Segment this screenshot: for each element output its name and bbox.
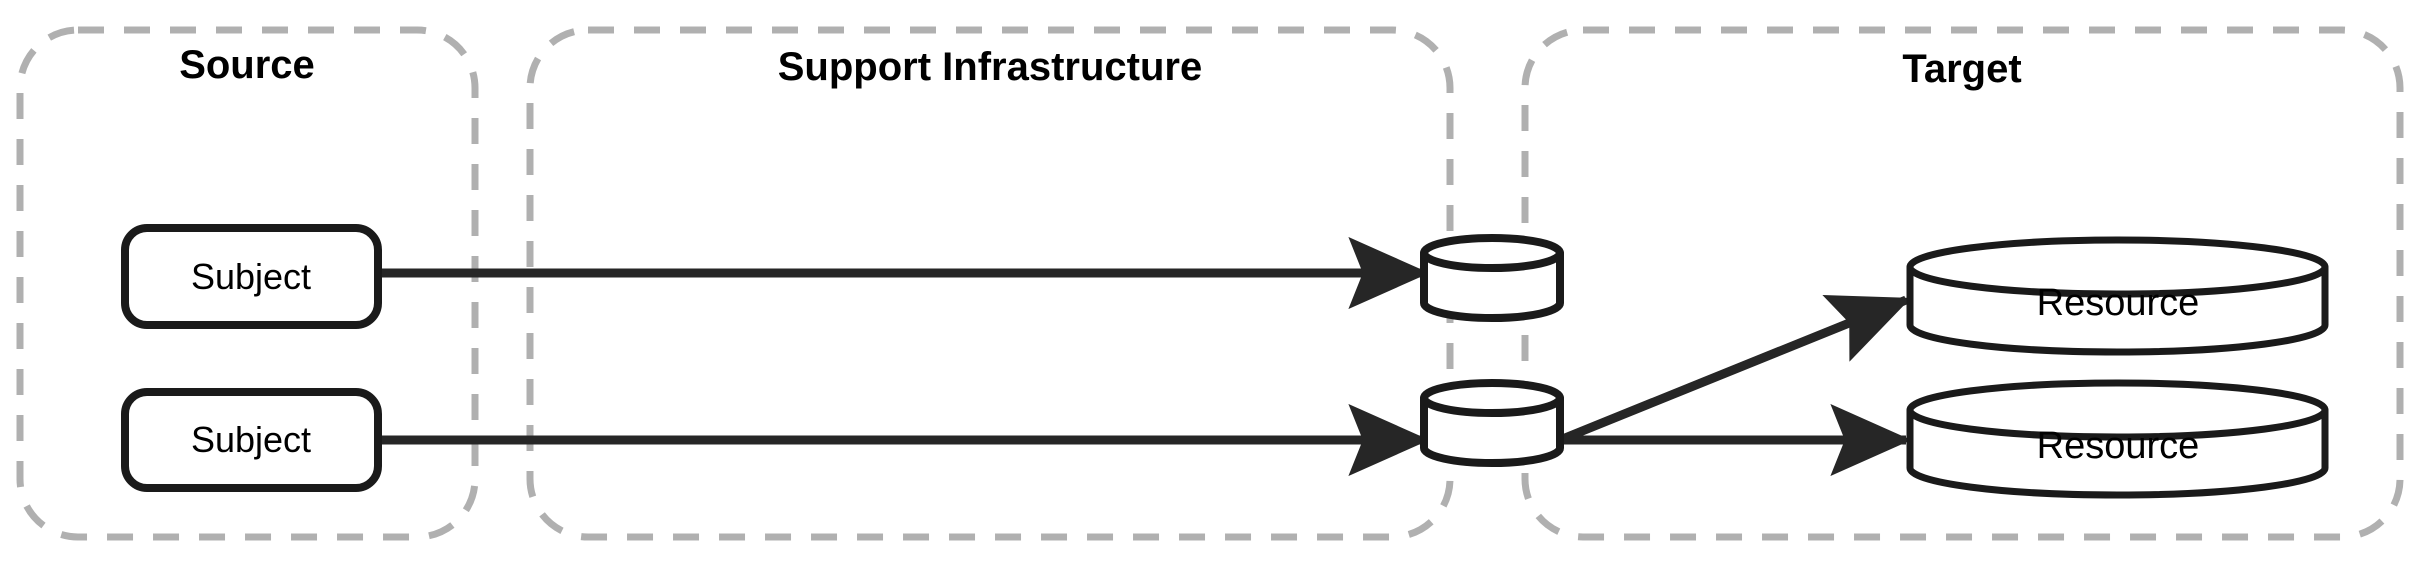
support-store-1-top: [1420, 234, 1564, 272]
node-resource-2[interactable]: Resource: [1906, 379, 2329, 499]
zone-source-border: [16, 26, 479, 541]
zone-target[interactable]: Target: [1521, 26, 2404, 541]
resource-2-top: [1906, 379, 2329, 441]
zone-source[interactable]: Source: [16, 26, 479, 541]
zone-support-infrastructure[interactable]: Support Infrastructure: [526, 26, 1454, 541]
zone-source-title: Source: [179, 43, 315, 87]
node-resource-1[interactable]: Resource: [1906, 236, 2329, 356]
zone-target-title: Target: [1902, 47, 2021, 91]
support-store-2-top: [1420, 379, 1564, 417]
subject-1-label: Subject: [191, 256, 311, 297]
node-subject-1[interactable]: Subject: [121, 224, 382, 329]
subject-1-box: [121, 224, 382, 329]
resource-1-top: [1906, 236, 2329, 298]
node-support-store-1[interactable]: [1420, 234, 1564, 322]
edge-layer: [378, 237, 1912, 476]
subject-2-label: Subject: [191, 419, 311, 460]
zone-support-infrastructure-border: [526, 26, 1454, 541]
node-support-store-2[interactable]: [1420, 379, 1564, 467]
zone-target-border: [1521, 26, 2404, 541]
edge-store2-to-resource1: [1558, 294, 1912, 445]
zone-support-infrastructure-title: Support Infrastructure: [778, 45, 1202, 89]
node-subject-2[interactable]: Subject: [121, 388, 382, 492]
resource-2-label: Resource: [2037, 425, 2200, 467]
resource-1-label: Resource: [2037, 282, 2200, 324]
subject-2-box: [121, 388, 382, 492]
